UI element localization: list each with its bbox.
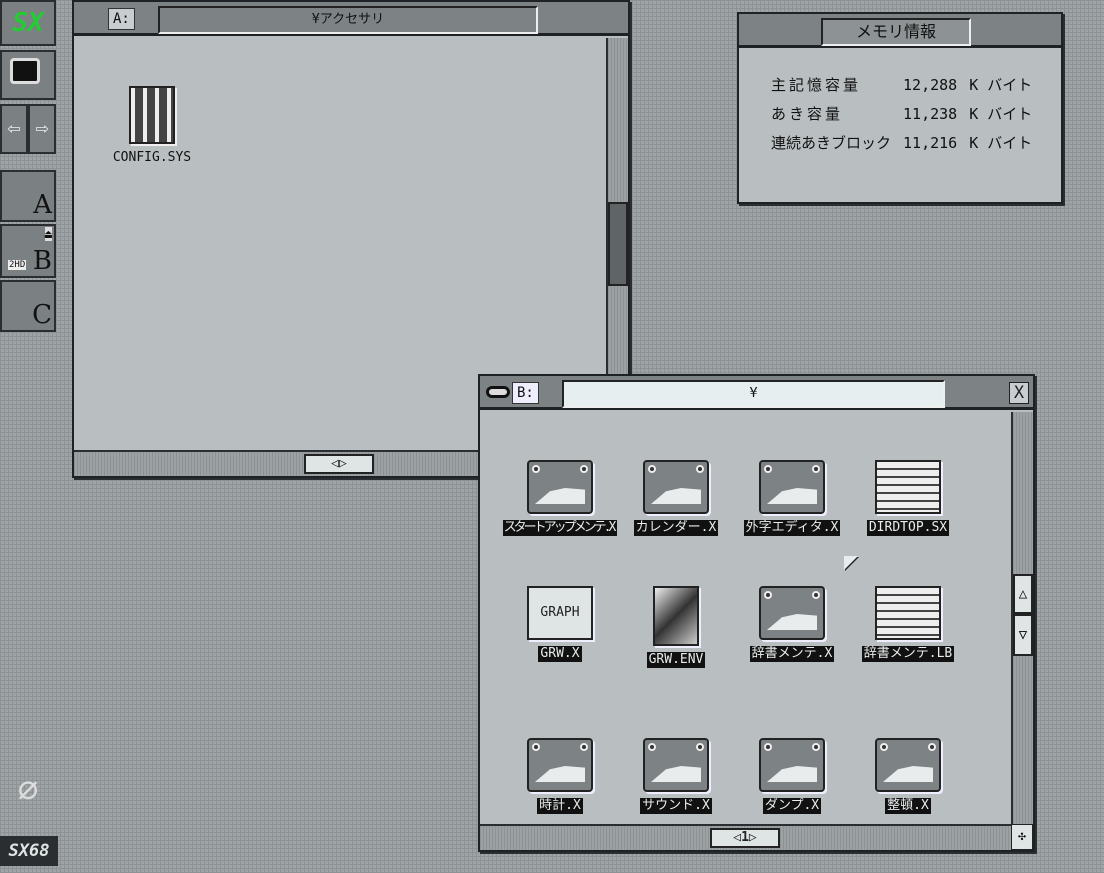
scroll-up-arrow[interactable]: △ (1013, 574, 1033, 614)
arrow-right-icon: ⇨ (35, 116, 49, 141)
computer-icon (10, 58, 40, 84)
drive-a-label: A (33, 190, 52, 220)
row-value: 11,238 (903, 104, 958, 123)
app-icon (643, 460, 709, 514)
drive-label: A: (108, 8, 135, 30)
row-label: あき容量 (771, 105, 844, 123)
drive-c-label: C (32, 300, 52, 330)
file-icon[interactable]: カレンダー.X (616, 460, 736, 536)
app-icon (759, 460, 825, 514)
trash-vacuum-icon[interactable]: ⌀ (17, 770, 39, 810)
file-name: スタートアップメンテ.X (502, 520, 618, 536)
file-name: CONFIG.SYS (112, 150, 192, 165)
mouse-cursor-icon (844, 556, 858, 570)
window-title: ¥アクセサリ (158, 6, 538, 34)
memory-info-window: メモリ情報 主記憶容量 12,288 K バイト あき容量 11,238 K バイト 連… (737, 12, 1063, 204)
memory-row: 主記憶容量 12,288 K バイト (765, 70, 1038, 99)
row-label: 連続あきブロック (771, 134, 892, 152)
file-name: カレンダー.X (633, 520, 719, 536)
app-icon (643, 738, 709, 792)
file-icon[interactable]: GRW.ENV (616, 586, 736, 668)
app-icon (527, 460, 593, 514)
back-button[interactable]: ⇦ (0, 104, 28, 154)
page-control[interactable]: ◁▷ (304, 454, 374, 474)
scroll-thumb[interactable] (608, 202, 628, 286)
forward-button[interactable]: ⇨ (28, 104, 56, 154)
file-icon[interactable]: 辞書メンテ.LB (848, 586, 968, 662)
row-value: 11,216 (903, 133, 958, 152)
file-icon[interactable]: サウンド.X (616, 738, 736, 814)
file-icon[interactable]: スタートアップメンテ.X (500, 460, 620, 536)
eject-icon[interactable]: ⏏ (44, 227, 52, 241)
memory-table: 主記憶容量 12,288 K バイト あき容量 11,238 K バイト 連続あきブロッ… (765, 70, 1038, 157)
file-name: 辞書メンテ.X (749, 646, 835, 662)
file-icon[interactable]: GRAPH GRW.X (500, 586, 620, 662)
sx-logo-button[interactable]: SX (0, 0, 56, 46)
window-title: ¥ (562, 380, 945, 408)
file-name: ダンプ.X (762, 798, 822, 814)
app-icon (875, 738, 941, 792)
row-unit: K バイト (969, 105, 1033, 123)
computer-button[interactable] (0, 50, 56, 100)
row-label: 主記憶容量 (771, 76, 862, 94)
file-name: DIRDTOP.SX (866, 520, 950, 536)
config-icon (129, 86, 175, 144)
app-icon (759, 738, 825, 792)
title-bar[interactable]: A: ¥アクセサリ (74, 2, 628, 36)
sx68-logo: SX68 (0, 836, 58, 866)
cabinet-icon (875, 460, 941, 514)
memory-row: 連続あきブロック 11,216 K バイト (765, 128, 1038, 157)
file-icon[interactable]: 時計.X (500, 738, 620, 814)
window-accessory: A: ¥アクセサリ CONFIG.SYS ◁▷ (72, 0, 630, 478)
drive-b-button[interactable]: 2HD ⏏ B (0, 224, 56, 278)
file-name: GRW.ENV (646, 652, 706, 668)
file-name: 外字エディタ.X (743, 520, 841, 536)
graph-icon: GRAPH (527, 586, 593, 640)
file-icon[interactable]: DIRDTOP.SX (848, 460, 968, 536)
file-icon[interactable]: ダンプ.X (732, 738, 852, 814)
resize-icon[interactable]: ✣ (1011, 824, 1033, 850)
floppy-2hd-badge: 2HD (8, 260, 27, 270)
drive-a-button[interactable]: A (0, 170, 56, 222)
drive-label: B: (512, 382, 539, 404)
drive-c-button[interactable]: C (0, 280, 56, 332)
file-name: GRW.X (538, 646, 582, 662)
window-root-b: B: ¥ X スタートアップメンテ.X カレンダー.X 外字エディタ.X DIRDTO… (478, 374, 1035, 852)
memory-row: あき容量 11,238 K バイト (765, 99, 1038, 128)
file-icon[interactable]: 整頓.X (848, 738, 968, 814)
page-control[interactable]: ◁1▷ (710, 828, 780, 848)
app-icon (527, 738, 593, 792)
file-icon-config-sys[interactable]: CONFIG.SYS (92, 86, 212, 166)
horizontal-scrollbar[interactable]: ◁1▷ (480, 824, 1011, 850)
clip-icon[interactable] (486, 386, 510, 398)
picture-icon (653, 586, 699, 646)
window-title: メモリ情報 (821, 18, 971, 46)
title-bar[interactable]: B: ¥ X (480, 376, 1033, 410)
row-unit: K バイト (969, 134, 1033, 152)
row-value: 12,288 (903, 75, 958, 94)
sx-logo-icon: SX (12, 8, 44, 38)
close-button[interactable]: X (1009, 382, 1029, 404)
file-name: 時計.X (537, 798, 583, 814)
file-name: 整頓.X (885, 798, 931, 814)
file-icon[interactable]: 辞書メンテ.X (732, 586, 852, 662)
arrow-left-icon: ⇦ (7, 116, 21, 141)
library-icon (875, 586, 941, 640)
file-icon[interactable]: 外字エディタ.X (732, 460, 852, 536)
vertical-scrollbar[interactable]: △ ▽ (1011, 412, 1033, 824)
scroll-down-arrow[interactable]: ▽ (1013, 614, 1033, 656)
drive-b-label: B (32, 246, 52, 276)
title-bar[interactable]: メモリ情報 (739, 14, 1061, 48)
vertical-scrollbar[interactable] (606, 38, 628, 450)
file-name: 辞書メンテ.LB (861, 646, 955, 662)
file-name: サウンド.X (640, 798, 712, 814)
app-icon (759, 586, 825, 640)
row-unit: K バイト (969, 76, 1033, 94)
